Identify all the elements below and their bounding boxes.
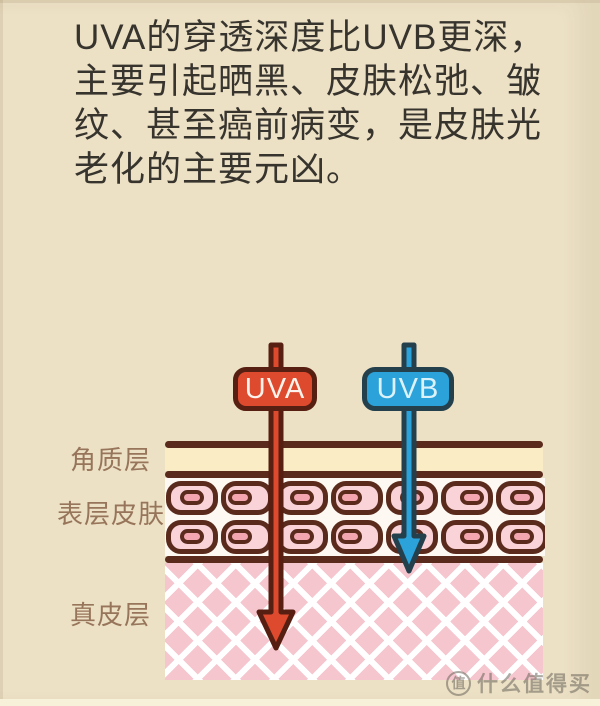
watermark: 值 什么值得买 xyxy=(446,668,592,698)
cell-nucleus xyxy=(228,529,252,544)
intro-line-1: UVA的穿透深度比UVB更深， xyxy=(74,18,546,57)
uvb-badge-label: UVB xyxy=(376,372,440,405)
skin-cell xyxy=(331,480,383,515)
uvb-badge: UVB xyxy=(362,367,454,411)
skin-cell xyxy=(386,519,438,554)
stratum-corneum-band xyxy=(165,448,543,471)
cell-nucleus xyxy=(290,490,314,505)
skin-cell xyxy=(441,480,493,515)
skin-cell xyxy=(166,480,218,515)
cell-nucleus xyxy=(180,490,204,505)
skin-cell xyxy=(331,519,383,554)
cell-nucleus xyxy=(400,490,424,505)
stratum-epidermis-divider-line xyxy=(165,471,543,478)
layer-label-dermis: 真皮层 xyxy=(70,600,152,630)
skin-cell xyxy=(386,480,438,515)
skin-cell xyxy=(496,480,545,515)
epidermis-cell-row xyxy=(166,480,545,515)
cell-nucleus xyxy=(460,490,484,505)
uva-badge-label: UVA xyxy=(244,372,306,405)
skin-cell xyxy=(221,519,273,554)
layer-label-epidermis: 表层皮肤 xyxy=(57,499,166,529)
cell-nucleus xyxy=(228,490,252,505)
epidermis-band xyxy=(165,478,545,556)
cell-nucleus xyxy=(400,529,424,544)
skin-surface-line xyxy=(165,441,543,448)
cell-nucleus xyxy=(510,529,534,544)
skin-cell xyxy=(496,519,545,554)
intro-line-2: 主要引起晒黑、皮肤松弛、皱 xyxy=(74,62,543,101)
dermis-top-line xyxy=(165,556,543,563)
cell-nucleus xyxy=(338,490,362,505)
bottom-edge-strip xyxy=(0,699,600,706)
smzdm-logo-icon: 值 xyxy=(446,670,471,696)
cell-nucleus xyxy=(290,529,314,544)
intro-line-3: 纹、甚至癌前病变，是皮肤光 xyxy=(74,106,543,145)
skin-cell xyxy=(166,519,218,554)
skin-cell xyxy=(441,519,493,554)
cell-nucleus xyxy=(180,529,204,544)
skin-cell xyxy=(276,519,328,554)
dermis-band xyxy=(165,563,543,680)
intro-paragraph: UVA的穿透深度比UVB更深， 主要引起晒黑、皮肤松弛、皱 纹、甚至癌前病变，是… xyxy=(74,16,560,192)
skin-cell xyxy=(221,480,273,515)
skin-cell xyxy=(276,480,328,515)
cell-nucleus xyxy=(510,490,534,505)
epidermis-cell-row xyxy=(166,519,545,554)
cell-nucleus xyxy=(338,529,362,544)
uva-badge: UVA xyxy=(233,367,317,411)
watermark-text: 什么值得买 xyxy=(477,673,592,696)
cell-nucleus xyxy=(460,529,484,544)
layer-label-stratum-corneum: 角质层 xyxy=(70,445,152,475)
intro-line-4: 老化的主要元凶。 xyxy=(74,150,363,189)
